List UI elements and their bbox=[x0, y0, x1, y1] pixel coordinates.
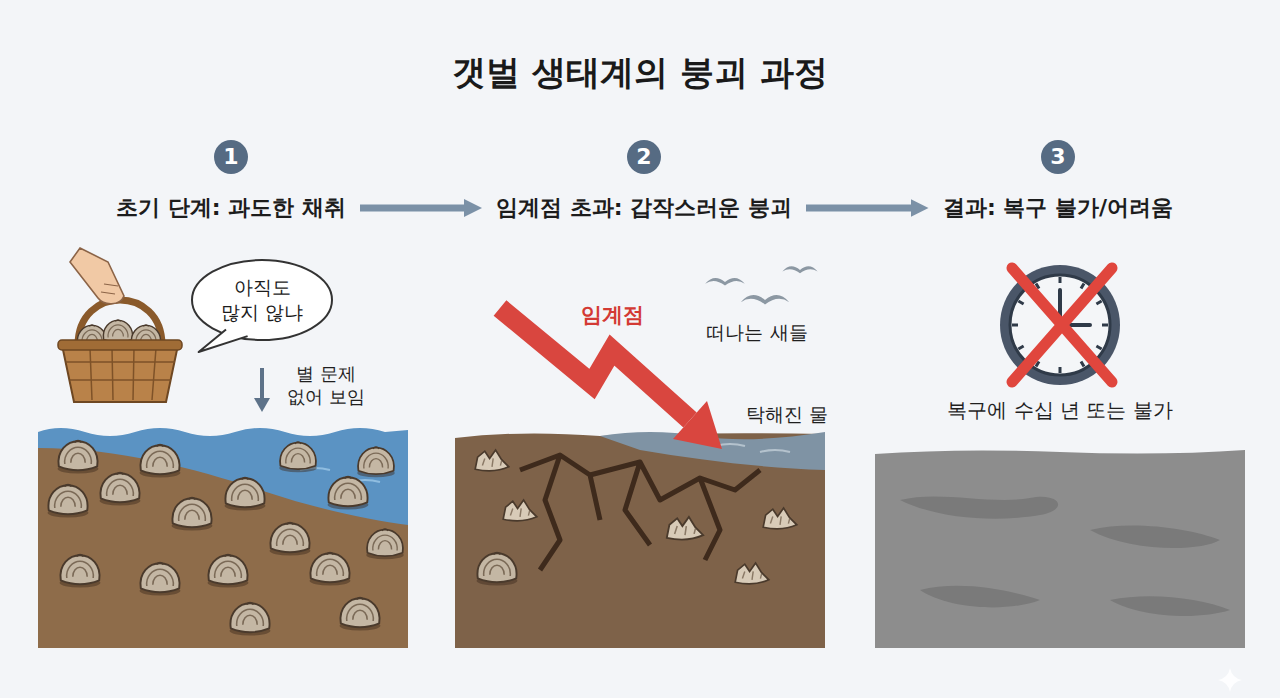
threshold-label: 임계점 bbox=[581, 302, 644, 329]
basket-rim bbox=[58, 340, 182, 350]
stage-heading: 임계점 초과: 갑작스러운 붕괴 bbox=[492, 192, 796, 225]
down-arrow bbox=[254, 368, 270, 412]
flow-arrow bbox=[360, 205, 468, 212]
clam bbox=[58, 441, 99, 474]
clam bbox=[172, 498, 213, 531]
step-number-text: 3 bbox=[1050, 146, 1065, 168]
flow-arrow bbox=[806, 205, 915, 212]
stage-heading-text: 초기 단계: 과도한 채취 bbox=[116, 194, 346, 223]
stage-heading: 결과: 복구 불가/어려움 bbox=[939, 192, 1178, 225]
collapsed-mudflat bbox=[455, 432, 825, 648]
healthy-mudflat bbox=[38, 428, 408, 648]
broken-shell bbox=[763, 508, 797, 529]
collapse-arrow bbox=[500, 308, 722, 449]
basket-of-clams bbox=[58, 248, 182, 402]
water bbox=[38, 428, 408, 648]
clam bbox=[140, 445, 181, 478]
step-number: 3 bbox=[1040, 139, 1076, 175]
bird bbox=[705, 278, 745, 286]
clam bbox=[48, 485, 89, 518]
step-number-text: 2 bbox=[636, 146, 651, 168]
annotation: 복구에 수십 년 또는 불가 bbox=[947, 397, 1172, 423]
step-number: 2 bbox=[626, 139, 662, 175]
number-circle bbox=[1041, 140, 1075, 174]
step-number: 1 bbox=[213, 139, 249, 175]
bubble-outline bbox=[192, 260, 332, 340]
diagram-title: 갯벌 생태계의 붕괴 과정 bbox=[0, 50, 1280, 96]
speech-bubble: 아직도 많지 않냐 bbox=[190, 258, 334, 342]
broken-shell bbox=[503, 500, 537, 521]
speech-text: 아직도 많지 않냐 bbox=[212, 275, 312, 324]
clam bbox=[208, 555, 249, 588]
mud bbox=[38, 448, 408, 648]
annotation: 탁해진 물 bbox=[746, 402, 828, 427]
stage-heading-text: 임계점 초과: 갑작스러운 붕괴 bbox=[496, 194, 792, 223]
gray-mud bbox=[875, 450, 1245, 648]
bubble-shape bbox=[190, 258, 334, 342]
annotation: 별 문제 없어 보임 bbox=[276, 362, 376, 409]
bird bbox=[782, 266, 817, 273]
basket-weave bbox=[66, 348, 175, 400]
mud-patches bbox=[900, 496, 1230, 616]
clam bbox=[270, 523, 311, 556]
number-circle bbox=[214, 140, 248, 174]
crossed-clock bbox=[1000, 265, 1120, 385]
step-number-text: 1 bbox=[223, 146, 238, 168]
clam bbox=[60, 555, 101, 588]
broken-shell bbox=[475, 450, 509, 471]
sparkle bbox=[1218, 668, 1242, 692]
clam bbox=[357, 447, 394, 477]
clam bbox=[279, 442, 316, 472]
bird bbox=[741, 295, 789, 304]
clam bbox=[366, 529, 403, 559]
clam bbox=[100, 473, 141, 506]
barren-mudflat bbox=[875, 450, 1245, 648]
clam bbox=[310, 553, 351, 586]
fingers bbox=[101, 284, 118, 294]
number-circle bbox=[627, 140, 661, 174]
annotation: 떠나는 새들 bbox=[706, 320, 807, 345]
broken-shell bbox=[667, 517, 703, 540]
broken-shell bbox=[735, 563, 769, 584]
bubble-tail bbox=[199, 329, 248, 352]
cracks bbox=[520, 455, 760, 570]
clam bbox=[230, 603, 271, 636]
clam bbox=[340, 598, 381, 631]
clam bbox=[140, 563, 181, 596]
clam bbox=[328, 477, 369, 510]
stage-heading: 초기 단계: 과도한 채취 bbox=[112, 192, 350, 225]
ripple bbox=[715, 444, 790, 452]
clam bbox=[225, 478, 266, 511]
stage-heading-text: 결과: 복구 불가/어려움 bbox=[943, 194, 1173, 223]
clam bbox=[477, 553, 518, 586]
hand bbox=[70, 248, 124, 304]
basket-body bbox=[62, 345, 178, 402]
